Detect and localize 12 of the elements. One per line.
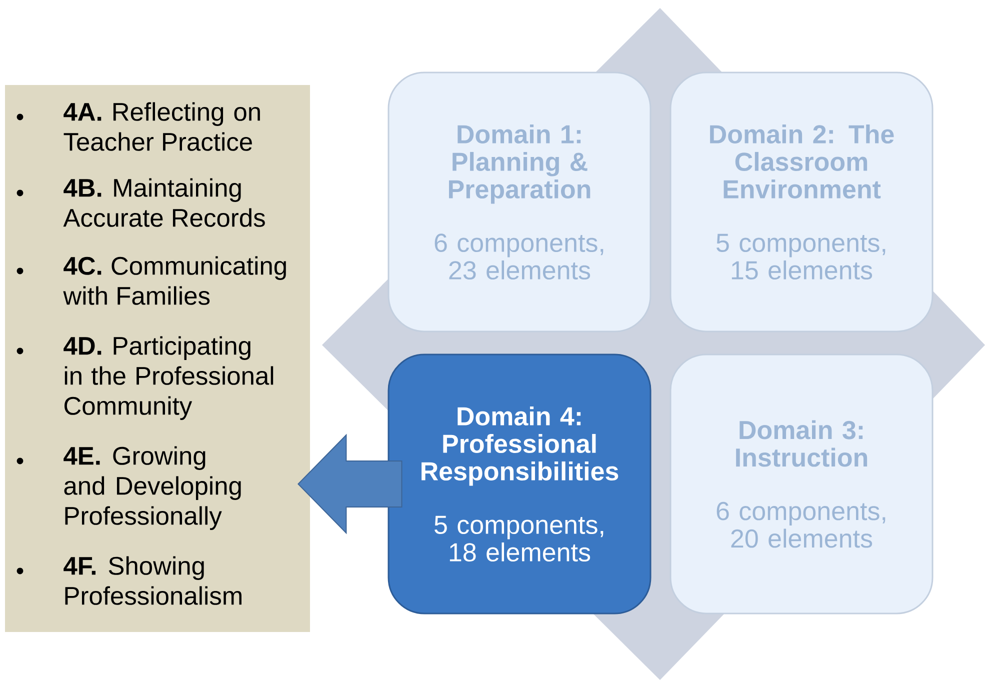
domain-box: Domain 2: The Classroom Environment 5 components, 15 elements: [670, 72, 934, 332]
bullet-item: 4F. Showing Professionalism: [16, 556, 242, 605]
domain-box: Domain 1: Planning & Preparation 6 components, 23 elements: [388, 72, 652, 332]
bullet-item: 4E. Growing and Developing Professionally: [16, 446, 241, 530]
block-arrow: [298, 434, 402, 534]
bullet-item: 4C. Communicating with Families: [16, 256, 286, 305]
domain-box: Domain 4: Professional Responsibilities 5 components, 18 elements: [388, 354, 652, 614]
bullet-item: 4B. Maintaining Accurate Records: [16, 178, 265, 227]
bullet-item: 4A. Reflecting on Teacher Practice: [16, 102, 260, 151]
list-panel: [5, 85, 310, 632]
domain-box: Domain 3: Instruction 6 components, 20 elements: [670, 354, 934, 614]
bullet-item: 4D. Participating in the Professional Community: [16, 336, 274, 420]
